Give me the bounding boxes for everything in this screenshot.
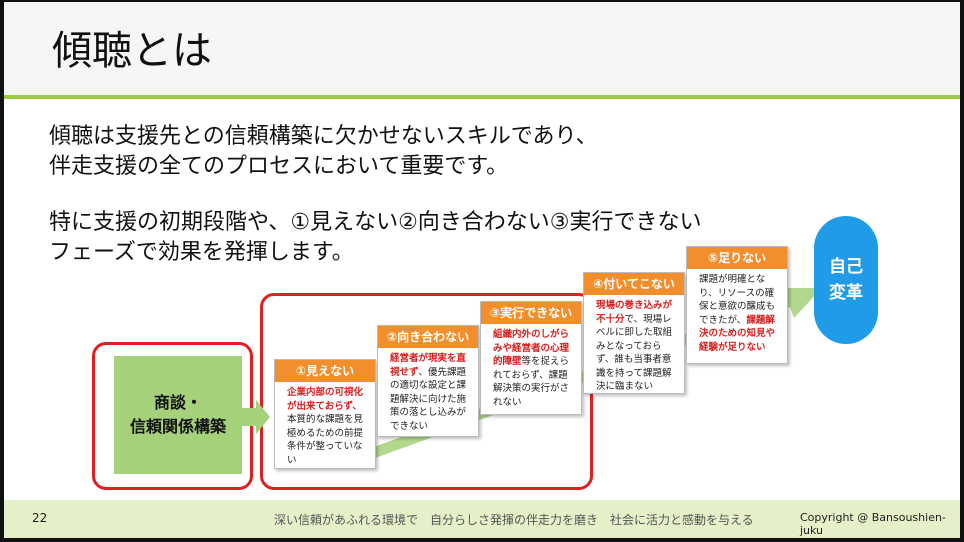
step-5-lead: 課題が明確となり、リソースの確保と意欲の醸成もできたが、 bbox=[699, 274, 776, 326]
title-divider bbox=[4, 95, 960, 99]
start-box-line-2: 信頼関係構築 bbox=[129, 417, 226, 436]
step-3-title: ③実行できない bbox=[481, 302, 581, 324]
step-3: ③実行できない 組織内外のしがらみや経営者の心理的障壁等を捉えられておらず、課題… bbox=[480, 301, 582, 415]
title-band: 傾聴とは bbox=[4, 2, 960, 95]
slide: 傾聴とは 傾聴は支援先との信頼構築に欠かせないスキルであり、 伴走支援の全てのプ… bbox=[4, 2, 960, 538]
body-line-1: 傾聴は支援先との信頼構築に欠かせないスキルであり、 bbox=[49, 124, 598, 149]
step-1-body: 企業内部の可視化が出来ておらず、本質的な課題を見極めるための前提条件が整っていな… bbox=[275, 382, 375, 471]
step-3-body: 組織内外のしがらみや経営者の心理的障壁等を捉えられておらず、課題解決策の実行がさ… bbox=[481, 324, 581, 413]
step-3-highlight: 組織内外のしがらみや経営者の心理的障壁 bbox=[493, 329, 570, 367]
step-5-highlight: 課題解決のための知見や経験が足りない bbox=[699, 314, 776, 353]
footer-slogan: 深い信頼があふれる環境で 自分らしさ発揮の伴走力を磨き 社会に活力と感動を与える bbox=[274, 513, 754, 527]
step-1: ①見えない 企業内部の可視化が出来ておらず、本質的な課題を見極めるための前提条件… bbox=[274, 359, 376, 469]
step-4-highlight: 現場の巻き込みが不十分 bbox=[596, 300, 673, 325]
step-2-highlight: 経営者が現実を直視せず bbox=[390, 353, 467, 378]
step-4-title: ④付いてこない bbox=[584, 273, 684, 295]
goal-line-2: 変革 bbox=[829, 283, 863, 303]
footer: 22 深い信頼があふれる環境で 自分らしさ発揮の伴走力を磨き 社会に活力と感動を… bbox=[4, 500, 960, 538]
step-2-title: ②向き合わない bbox=[378, 326, 478, 348]
step-3-text: 等を捉えられておらず、課題解決策の実行がされない bbox=[493, 356, 570, 408]
step-5: ⑤足りない 課題が明確となり、リソースの確保と意欲の醸成もできたが、課題解決のた… bbox=[686, 246, 788, 364]
step-4: ④付いてこない 現場の巻き込みが不十分で、現場レベルに即した取組みとなっておらず… bbox=[583, 272, 685, 394]
page-number: 22 bbox=[32, 511, 48, 525]
step-5-title: ⑤足りない bbox=[687, 247, 787, 269]
step-1-text: 本質的な課題を見極めるための前提条件が整っていない bbox=[287, 414, 364, 466]
step-4-text: で、現場レベルに即した取組みとなっておらず、誰も当事者意識を持って課題解決に臨ま… bbox=[596, 313, 673, 393]
body-line-2: 伴走支援の全てのプロセスにおいて重要です。 bbox=[49, 154, 509, 179]
copyright: Copyright @ Bansoushien-juku bbox=[800, 511, 946, 537]
step-5-body: 課題が明確となり、リソースの確保と意欲の醸成もできたが、課題解決のための知見や経… bbox=[687, 269, 787, 358]
step-1-title: ①見えない bbox=[275, 360, 375, 382]
start-box: 商談・ 信頼関係構築 bbox=[114, 356, 242, 474]
step-4-body: 現場の巻き込みが不十分で、現場レベルに即した取組みとなっておらず、誰も当事者意識… bbox=[584, 295, 684, 398]
slide-title: 傾聴とは bbox=[52, 28, 212, 74]
body-line-4: フェーズで効果を発揮します。 bbox=[49, 240, 354, 265]
step-2-body: 経営者が現実を直視せず、優先課題の適切な設定と課題解決に向けた施策の落とし込みが… bbox=[378, 348, 478, 437]
goal-line-1: 自己 bbox=[829, 257, 863, 277]
body-line-3: 特に支援の初期段階や、①見えない②向き合わない③実行できない bbox=[49, 210, 702, 235]
start-box-line-1: 商談・ bbox=[153, 393, 202, 412]
start-arrow bbox=[242, 400, 270, 434]
step-1-highlight: 企業内部の可視化が出来ておらず、 bbox=[287, 387, 364, 412]
step-2-text: 、優先課題の適切な設定と課題解決に向けた施策の落とし込みができない bbox=[390, 366, 467, 432]
step-2: ②向き合わない 経営者が現実を直視せず、優先課題の適切な設定と課題解決に向けた施… bbox=[377, 325, 479, 437]
goal-badge: 自己 変革 bbox=[814, 216, 878, 344]
